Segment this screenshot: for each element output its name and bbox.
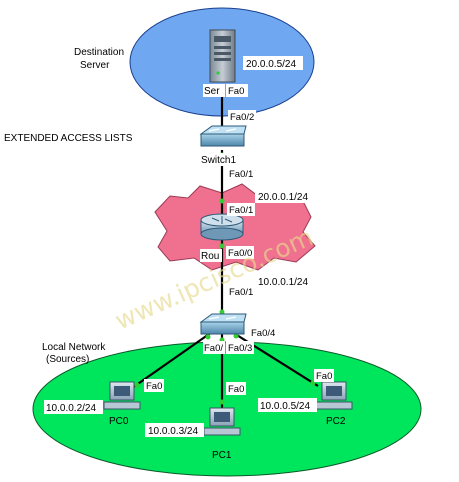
pc1-name-label: PC1 xyxy=(212,450,232,461)
server-name-label: Ser xyxy=(204,86,220,97)
local-zone-label-line1: Local Network xyxy=(42,342,106,353)
server-ip-label: 20.0.0.5/24 xyxy=(246,59,296,70)
switch2-port-up-label: Fa0/1 xyxy=(229,287,253,298)
server-icon[interactable] xyxy=(209,29,236,83)
switch2-port-mid-box xyxy=(226,341,254,354)
pc2-ip-box xyxy=(258,398,317,412)
local-zone-label-line2: (Sources) xyxy=(46,354,89,365)
router-port-up-box xyxy=(227,203,255,216)
link-light xyxy=(219,399,225,405)
switch1-port-down-box xyxy=(227,167,255,180)
router-name-label: Rou xyxy=(201,251,219,262)
router-icon[interactable] xyxy=(200,213,244,241)
switch1-port-up-box xyxy=(228,110,256,123)
router-name-box xyxy=(200,249,222,262)
router-port-down-box xyxy=(226,246,254,259)
pc0-icon[interactable] xyxy=(103,381,141,410)
router-port-up-label: Fa0/1 xyxy=(229,205,253,216)
switch2-port-mid-label: Fa0/3 xyxy=(228,343,252,354)
router-ip-down-label: 10.0.0.1/24 xyxy=(258,277,308,288)
link-switch2-pc0 xyxy=(131,331,213,389)
switch1-port-up-label: Fa0/2 xyxy=(230,112,254,123)
switch2-port-up-box xyxy=(227,285,255,298)
link-light xyxy=(219,309,225,315)
server-port-label: Fa0 xyxy=(228,86,244,97)
diagram-title: EXTENDED ACCESS LISTS xyxy=(4,133,133,144)
pc2-ip-label: 10.0.0.5/24 xyxy=(260,401,310,412)
switch2-port-right-box xyxy=(249,326,277,339)
switch1-port-down-label: Fa0/1 xyxy=(229,169,253,180)
link-light xyxy=(219,198,225,204)
link-light xyxy=(219,243,225,249)
switch1-name-label: Switch1 xyxy=(201,155,236,166)
switch2-icon[interactable] xyxy=(199,313,247,335)
server-name-box xyxy=(203,84,225,97)
switch1-name-box xyxy=(199,153,245,166)
router-ip-up-label: 20.0.0.1/24 xyxy=(258,192,308,203)
pc0-ip-box xyxy=(44,400,103,414)
pc2-icon[interactable] xyxy=(315,381,353,410)
pc2-port-box xyxy=(314,369,334,382)
pc2-name-label: PC2 xyxy=(326,416,346,427)
link-light xyxy=(134,382,140,388)
router-ip-down-box xyxy=(255,274,315,288)
pc0-name-label: PC0 xyxy=(109,416,129,427)
router-port-down-label: Fa0/0 xyxy=(228,248,252,259)
pc0-port-box xyxy=(144,379,164,392)
switch2-port-left-label: Fa0/ xyxy=(204,343,223,354)
destination-zone-label-line1: Destination xyxy=(74,47,124,58)
pc1-ip-label: 10.0.0.3/24 xyxy=(148,426,198,437)
router-ip-up-box xyxy=(255,189,315,203)
pc1-port-label: Fa0 xyxy=(228,384,244,395)
pc0-ip-label: 10.0.0.2/24 xyxy=(46,403,96,414)
link-light xyxy=(233,333,239,339)
switch2-port-left-box xyxy=(203,341,225,354)
pc2-port-label: Fa0 xyxy=(316,371,332,382)
pc1-port-box xyxy=(226,382,246,395)
pc0-port-label: Fa0 xyxy=(146,381,162,392)
server-port-box xyxy=(226,84,248,97)
pc1-icon[interactable] xyxy=(203,407,241,436)
server-ip-box xyxy=(243,56,303,70)
switch1-icon[interactable] xyxy=(199,125,247,147)
switch2-port-right-label: Fa0/4 xyxy=(251,328,275,339)
destination-zone-label-line2: Server xyxy=(80,60,110,71)
link-light xyxy=(205,334,211,340)
pc1-ip-box xyxy=(145,423,204,437)
